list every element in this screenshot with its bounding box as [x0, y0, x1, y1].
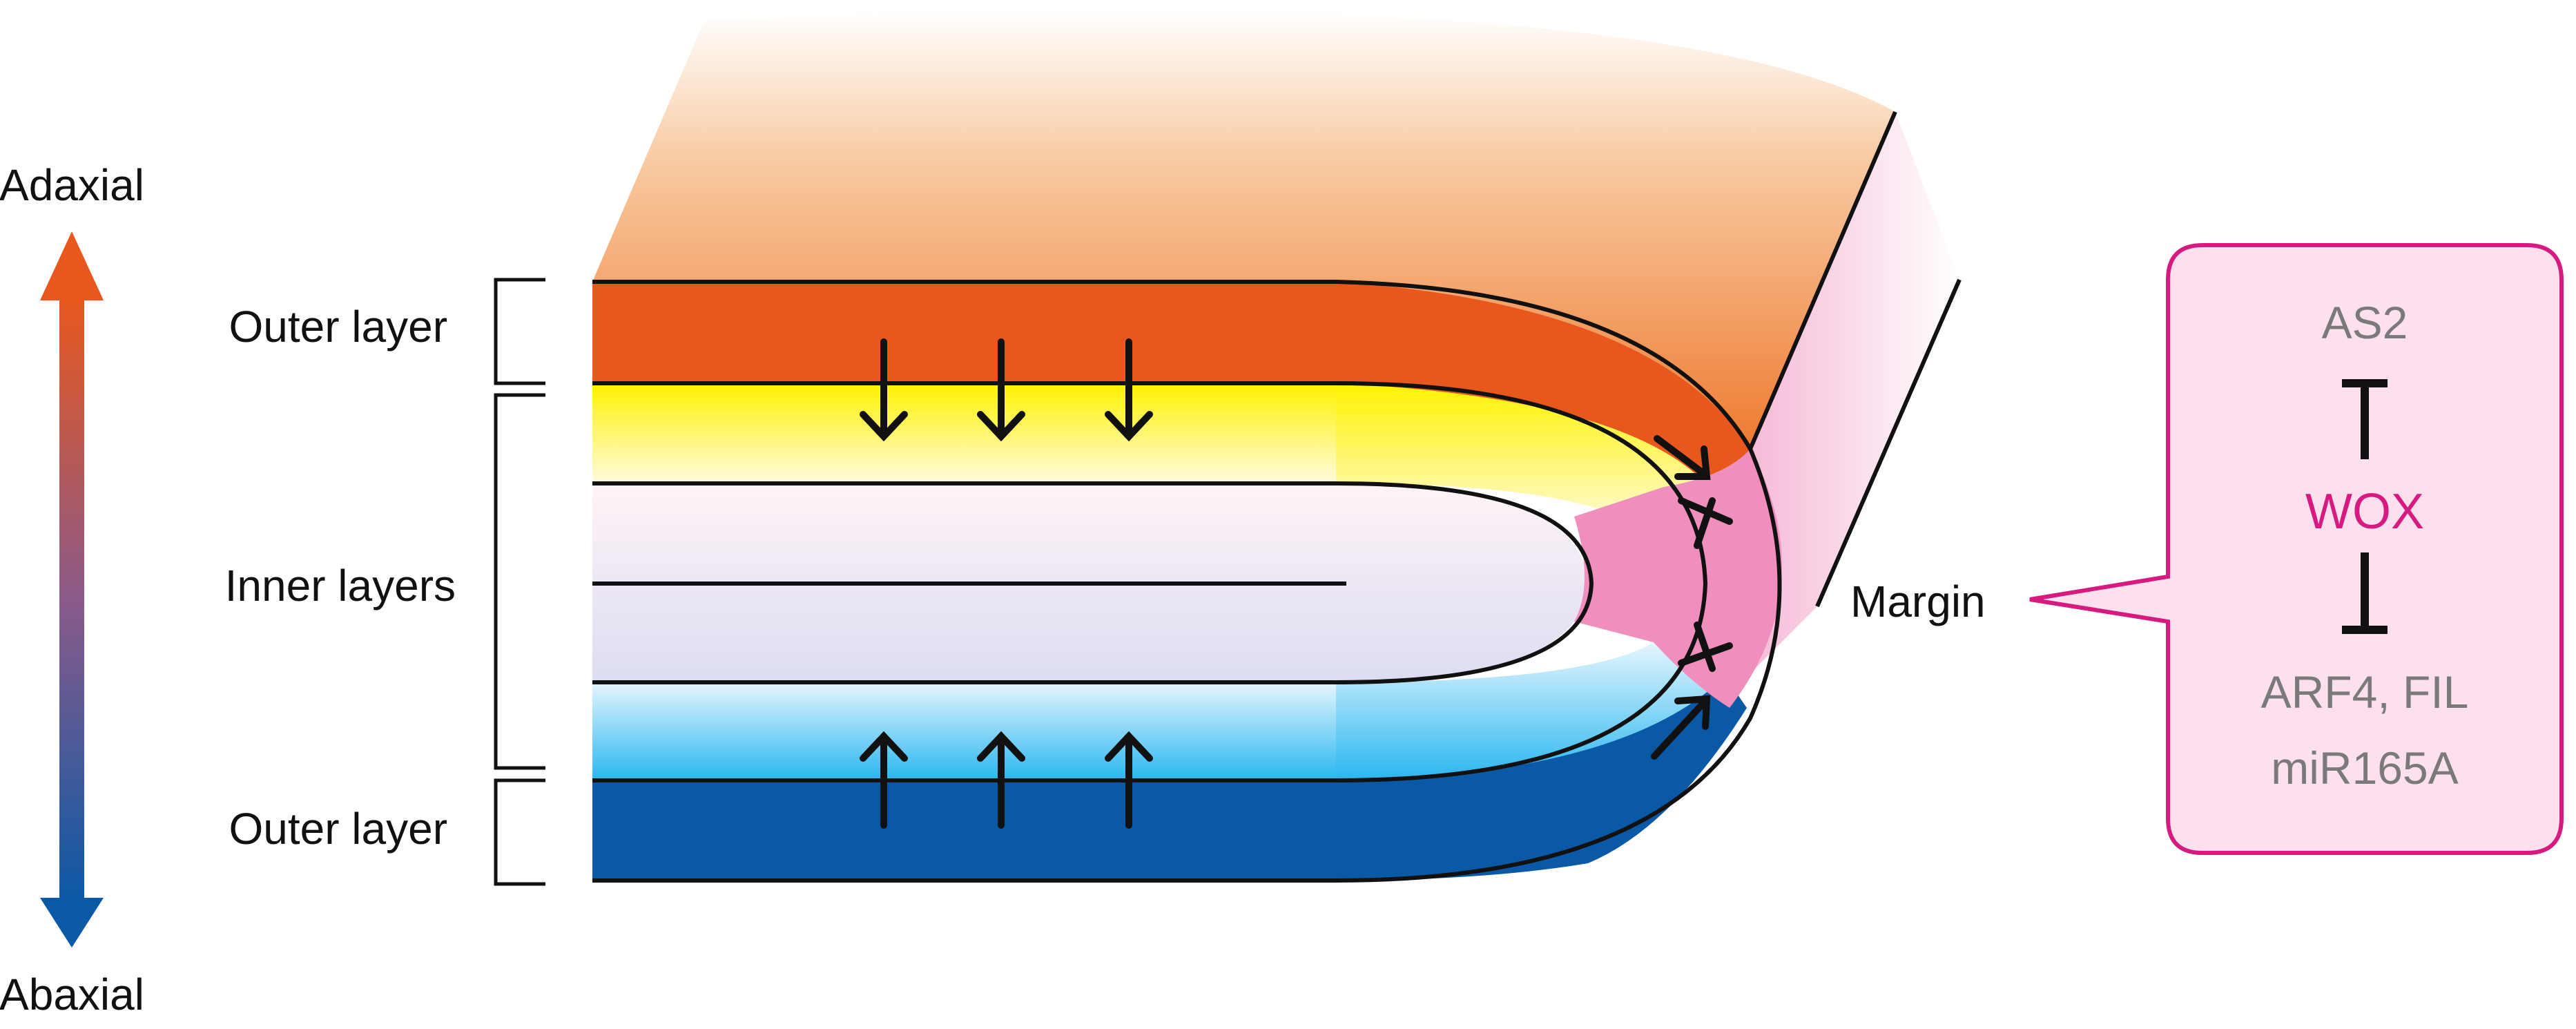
inner-layers-label: Inner layers	[225, 561, 456, 610]
margin-label: Margin	[1850, 577, 1986, 626]
margin-regulation-marks	[1651, 435, 1733, 760]
arf4-fil-inhibits-wox-mark	[2342, 552, 2388, 634]
abaxial-inner-band	[592, 682, 1338, 780]
outer-layer-top-label: Outer layer	[229, 302, 447, 352]
down-arrows	[860, 338, 1153, 442]
adaxial-inner-band-curve	[1336, 383, 1733, 532]
regulation-callout	[2029, 243, 2564, 855]
mir165a-label: miR165A	[2271, 742, 2458, 794]
abaxial-label: Abaxial	[0, 970, 144, 1019]
polarity-axis-arrow	[40, 231, 104, 948]
outer-layer-bottom-label: Outer layer	[229, 804, 447, 854]
section-outlines	[592, 110, 1962, 883]
up-arrows	[860, 731, 1153, 829]
adaxial-inner-band	[592, 383, 1338, 483]
arf4-fil-label: ARF4, FIL	[2261, 666, 2469, 718]
as2-inhibits-wox-mark	[2342, 379, 2388, 459]
abaxial-inner-band-curve	[1336, 642, 1726, 780]
layer-brackets	[494, 278, 545, 886]
as2-label: AS2	[2322, 297, 2408, 348]
upper-leaf-surface	[592, 10, 1895, 449]
adaxial-label: Adaxial	[0, 160, 144, 210]
wox-label: WOX	[2305, 484, 2424, 539]
